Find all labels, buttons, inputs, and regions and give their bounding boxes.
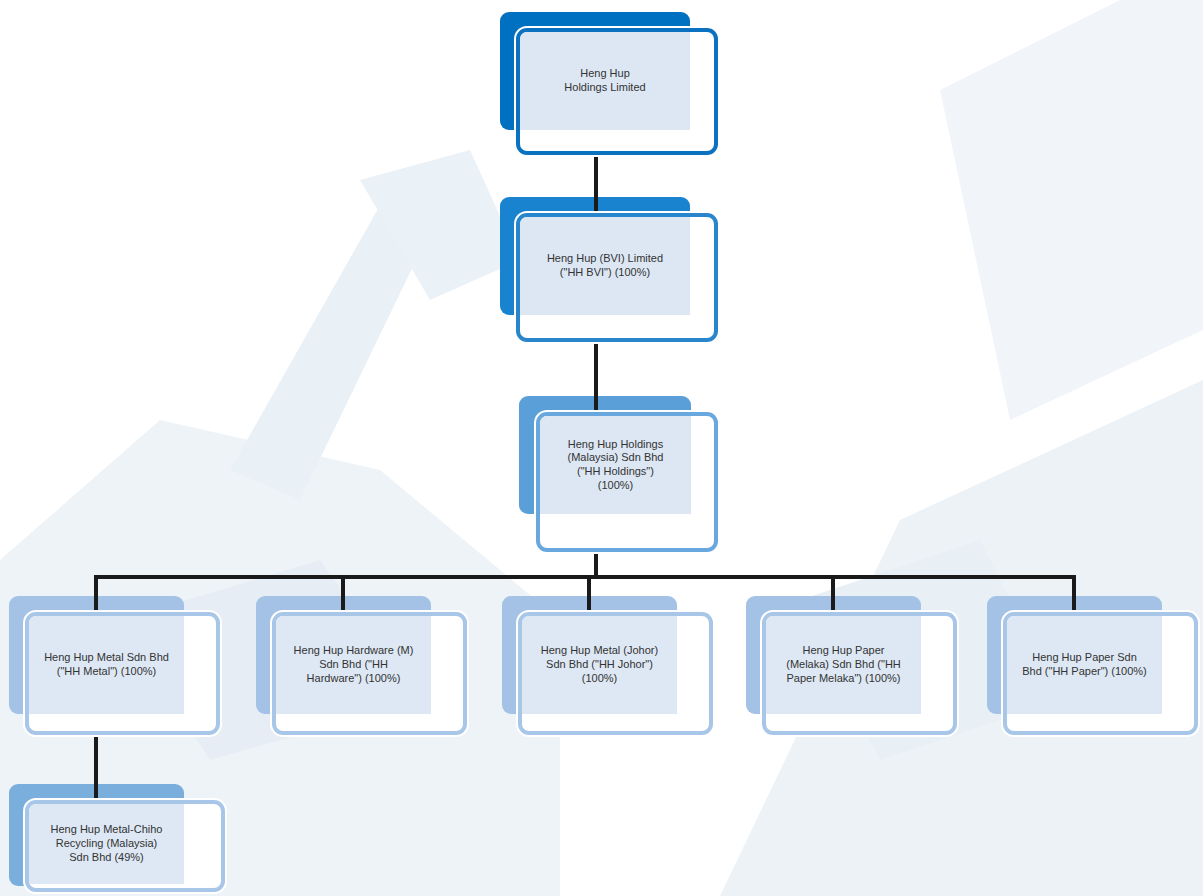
text-panel: Heng Hup Metal (Johor) Sdn Bhd ("HH Joho… — [522, 616, 677, 714]
ownership-line — [596, 552, 833, 612]
company-name: Heng Hup Metal-Chiho Recycling (Malaysia… — [48, 823, 166, 864]
company-box: Heng Hup Metal-Chiho Recycling (Malaysia… — [25, 800, 225, 892]
text-panel: Heng Hup Metal-Chiho Recycling (Malaysia… — [29, 804, 184, 884]
text-panel: Heng Hup Metal Sdn Bhd ("HH Metal") (100… — [29, 616, 184, 714]
ownership-line — [594, 342, 598, 412]
ownership-line — [596, 552, 1074, 612]
ownership-line — [594, 155, 598, 213]
text-panel: Heng Hup Holdings (Malaysia) Sdn Bhd ("H… — [540, 416, 691, 514]
company-name: Heng Hup Paper Sdn Bhd ("HH Paper") (100… — [1022, 651, 1147, 679]
text-panel: Heng Hup Paper Sdn Bhd ("HH Paper") (100… — [1007, 616, 1162, 714]
company-name: Heng Hup Paper (Melaka) Sdn Bhd ("HH Pap… — [781, 644, 906, 685]
company-box: Heng Hup Paper Sdn Bhd ("HH Paper") (100… — [1003, 612, 1198, 735]
company-name: Heng Hup (BVI) Limited ("HH BVI") (100%) — [543, 252, 667, 280]
company-box: Heng Hup Paper (Melaka) Sdn Bhd ("HH Pap… — [762, 612, 957, 735]
text-panel: Heng Hup Paper (Melaka) Sdn Bhd ("HH Pap… — [766, 616, 921, 714]
company-name: Heng Hup Metal Sdn Bhd ("HH Metal") (100… — [44, 651, 169, 679]
company-box: Heng Hup Holdings Limited — [516, 28, 718, 155]
text-panel: Heng Hup Hardware (M) Sdn Bhd ("HH Hardw… — [276, 616, 431, 714]
company-name: Heng Hup Holdings Limited — [560, 67, 650, 95]
company-box: Heng Hup Holdings (Malaysia) Sdn Bhd ("H… — [536, 412, 718, 552]
ownership-line — [343, 552, 596, 612]
company-box: Heng Hup (BVI) Limited ("HH BVI") (100%) — [516, 213, 718, 342]
ownership-line — [94, 735, 98, 800]
company-name: Heng Hup Hardware (M) Sdn Bhd ("HH Hardw… — [291, 644, 416, 685]
text-panel: Heng Hup Holdings Limited — [520, 32, 690, 130]
company-name: Heng Hup Metal (Johor) Sdn Bhd ("HH Joho… — [537, 644, 662, 685]
company-box: Heng Hup Hardware (M) Sdn Bhd ("HH Hardw… — [272, 612, 467, 735]
text-panel: Heng Hup (BVI) Limited ("HH BVI") (100%) — [520, 217, 690, 315]
company-box: Heng Hup Metal Sdn Bhd ("HH Metal") (100… — [25, 612, 220, 735]
ownership-line — [96, 552, 596, 612]
company-box: Heng Hup Metal (Johor) Sdn Bhd ("HH Joho… — [518, 612, 713, 735]
company-name: Heng Hup Holdings (Malaysia) Sdn Bhd ("H… — [560, 438, 672, 493]
